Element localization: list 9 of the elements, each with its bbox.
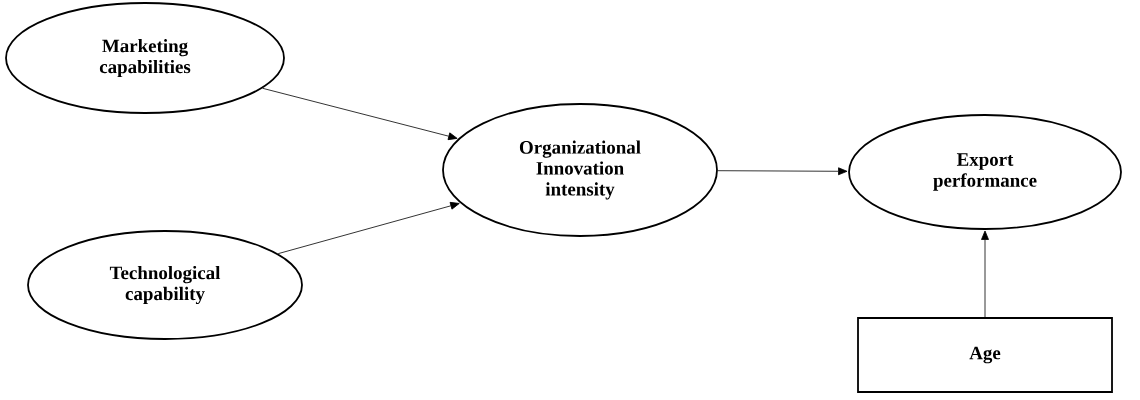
arrow <box>981 230 989 318</box>
arrow <box>262 87 458 141</box>
ellipse-node: Organizational Innovation intensity <box>442 103 718 237</box>
ellipse-node: Technological capability <box>27 230 303 340</box>
arrow <box>277 201 460 255</box>
process-box: Age <box>857 317 1113 393</box>
ellipse-node: Export performance <box>848 114 1122 230</box>
ellipse-node: Marketing capabilities <box>5 2 285 114</box>
arrow <box>717 167 848 176</box>
